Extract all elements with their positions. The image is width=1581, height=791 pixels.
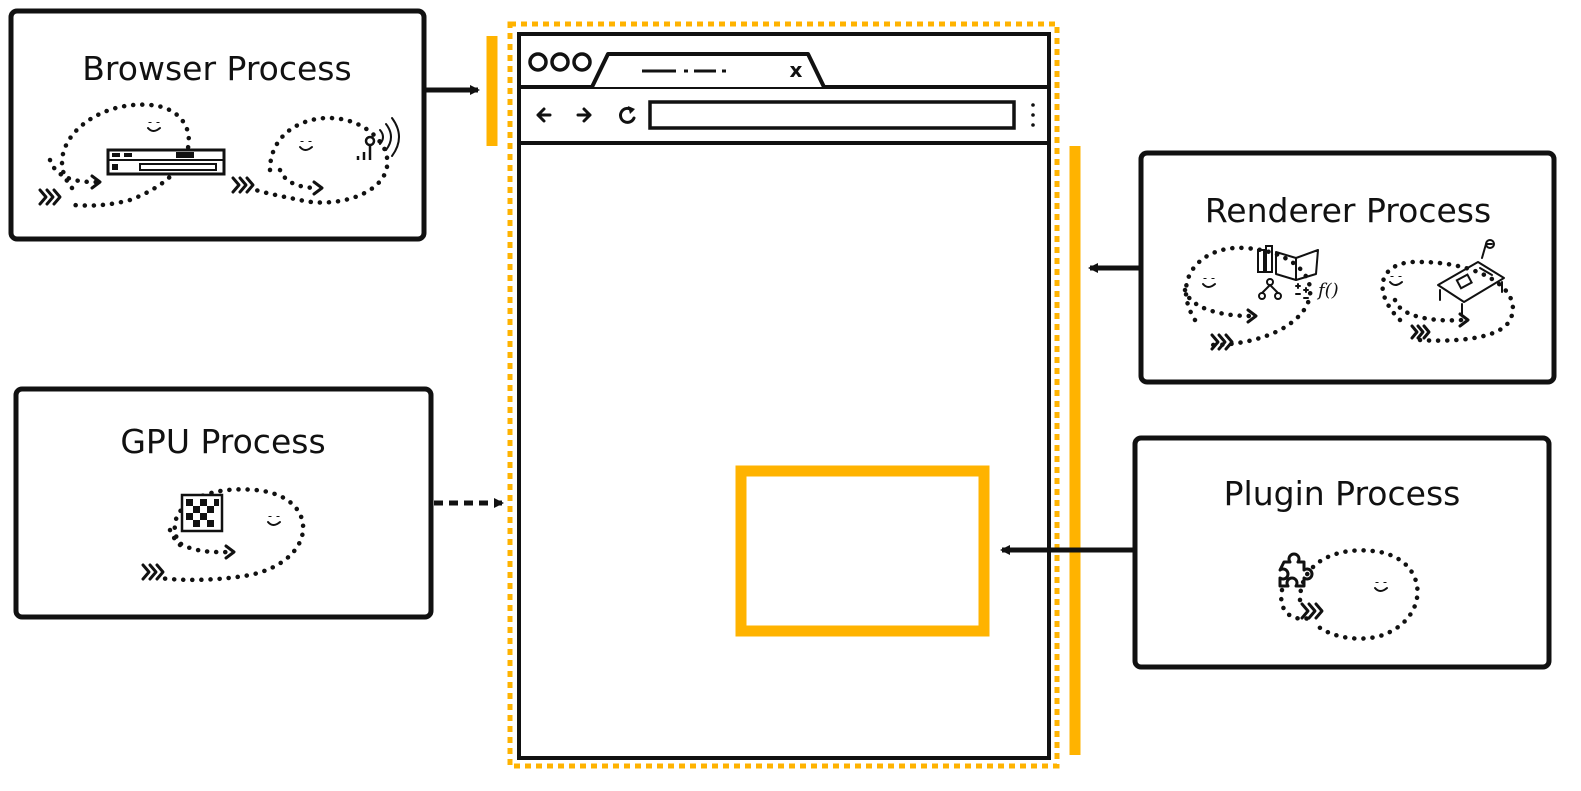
browser-window: x bbox=[507, 21, 1060, 769]
kebab-menu-icon[interactable] bbox=[1031, 103, 1035, 127]
network-antenna-icon bbox=[356, 117, 400, 160]
plugin-process-label: Plugin Process bbox=[1224, 474, 1461, 513]
window-control-close[interactable] bbox=[528, 52, 548, 72]
browser-process-label: Browser Process bbox=[82, 49, 351, 88]
svg-text:f(): f() bbox=[1316, 280, 1339, 301]
pixel-grid-icon bbox=[180, 493, 224, 533]
window-frame bbox=[517, 32, 1051, 760]
gpu-process-box: GPU Process bbox=[13, 386, 434, 620]
gpu-process-label: GPU Process bbox=[120, 422, 325, 461]
browser-tab[interactable]: x bbox=[590, 52, 826, 88]
address-bar[interactable] bbox=[648, 100, 1016, 130]
arrow-right-icon[interactable] bbox=[576, 107, 592, 123]
puzzle-piece-icon bbox=[1278, 552, 1314, 588]
plugin-process-box: Plugin Process bbox=[1132, 435, 1552, 670]
layout-page-icon bbox=[1437, 239, 1505, 315]
window-control-maximize[interactable] bbox=[572, 52, 592, 72]
plugin-content-region bbox=[735, 465, 990, 637]
reload-icon[interactable] bbox=[619, 106, 636, 124]
disk-drive-icon bbox=[106, 148, 226, 176]
tab-close-icon[interactable]: x bbox=[790, 58, 803, 82]
arrow-left-icon[interactable] bbox=[536, 107, 552, 123]
browser-scope-outline bbox=[507, 21, 1060, 769]
renderer-process-box: Renderer Process f() bbox=[1138, 150, 1557, 385]
renderer-process-label: Renderer Process bbox=[1205, 191, 1491, 230]
window-control-minimize[interactable] bbox=[550, 52, 570, 72]
dom-tree-icon: f() bbox=[1257, 245, 1339, 301]
browser-process-box: Browser Process bbox=[8, 8, 427, 242]
